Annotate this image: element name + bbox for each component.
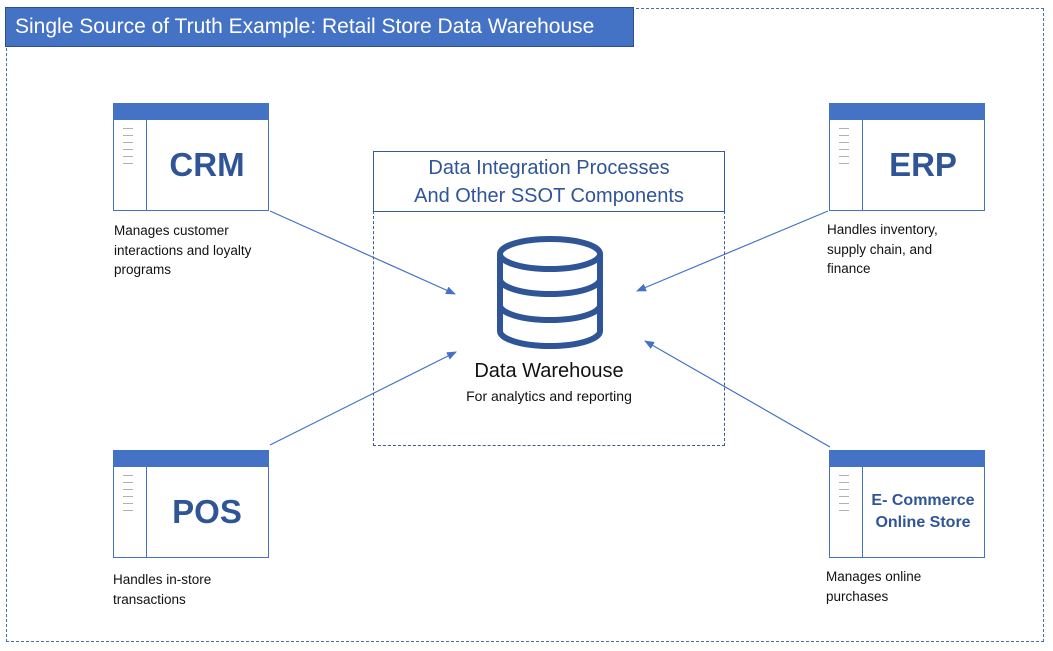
- window-title-bar: [830, 451, 984, 467]
- crm-desc-line: interactions and loyalty: [114, 242, 252, 258]
- window-margin: [830, 467, 863, 557]
- warehouse-sublabel: For analytics and reporting: [466, 388, 632, 404]
- integration-header: Data Integration Processes And Other SSO…: [373, 151, 725, 212]
- erp-description: Handles inventory, supply chain, and fin…: [827, 220, 938, 279]
- integration-header-line2: And Other SSOT Components: [414, 185, 684, 207]
- ecommerce-label: E- Commerce Online Store: [862, 467, 984, 557]
- ecommerce-box: E- Commerce Online Store: [829, 450, 985, 558]
- crm-box: CRM: [113, 103, 269, 211]
- warehouse-label: Data Warehouse: [474, 360, 624, 382]
- crm-description: Manages customer interactions and loyalt…: [114, 221, 251, 280]
- pos-label: POS: [172, 493, 242, 530]
- ecommerce-label-line2: Online Store: [875, 514, 971, 531]
- diagram-title: Single Source of Truth Example: Retail S…: [5, 7, 634, 47]
- window-margin: [830, 120, 863, 210]
- window-margin: [114, 120, 147, 210]
- crm-desc-line: Manages customer: [114, 223, 229, 238]
- ecommerce-desc-line: Manages online: [826, 569, 922, 584]
- ecommerce-description: Manages online purchases: [826, 567, 921, 606]
- pos-desc-line: Handles in-store: [113, 572, 212, 587]
- ecommerce-label-line1: E- Commerce: [871, 492, 975, 509]
- crm-desc-line: programs: [114, 262, 172, 277]
- arrow-ecommerce-to-warehouse: [644, 340, 831, 448]
- pos-description: Handles in-store transactions: [113, 570, 211, 609]
- integration-area: [373, 211, 725, 446]
- window-title-bar: [114, 104, 268, 120]
- erp-desc-line: Handles inventory,: [827, 222, 938, 237]
- integration-header-line1: Data Integration Processes: [428, 157, 670, 179]
- erp-box: ERP: [829, 103, 985, 211]
- arrow-pos-to-warehouse: [269, 351, 457, 446]
- ecommerce-desc-line: purchases: [826, 588, 889, 604]
- erp-desc-line: supply chain, and: [827, 241, 933, 257]
- erp-label: ERP: [889, 146, 957, 183]
- erp-desc-line: finance: [827, 261, 871, 276]
- crm-label: CRM: [169, 146, 245, 183]
- window-title-bar: [114, 451, 268, 467]
- pos-box: POS: [113, 450, 269, 558]
- window-margin: [114, 467, 147, 557]
- arrow-crm-to-warehouse: [269, 210, 456, 295]
- arrow-erp-to-warehouse: [636, 210, 829, 292]
- pos-desc-line: transactions: [113, 591, 186, 607]
- database-icon: [497, 236, 603, 349]
- window-title-bar: [830, 104, 984, 120]
